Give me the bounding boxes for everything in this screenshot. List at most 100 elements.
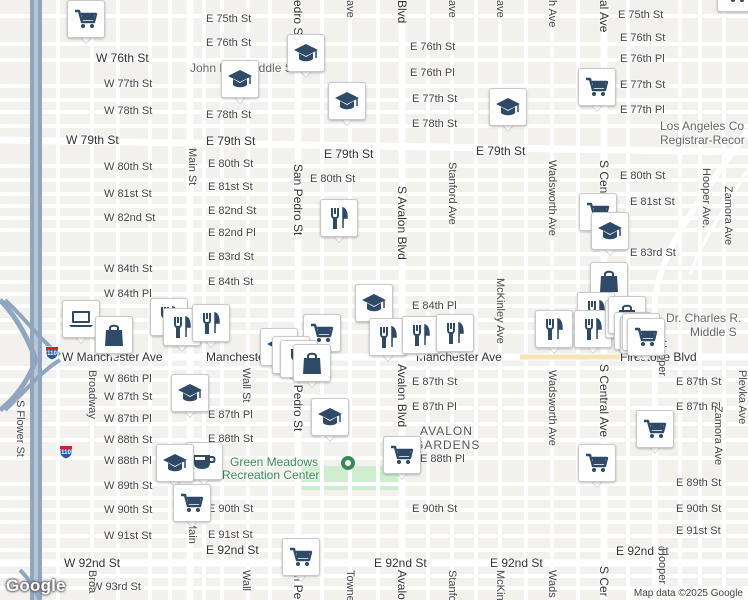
marker-school-icon[interactable] — [489, 88, 527, 132]
marker-school-icon[interactable] — [287, 34, 325, 78]
street-label: Wadsworth Ave — [546, 160, 558, 236]
street-label: E 87th Pl — [208, 409, 253, 421]
freeway-110 — [0, 0, 62, 600]
street-label: W 87th St — [104, 391, 153, 403]
hooper-road — [652, 128, 748, 600]
shield-number: 110 — [61, 450, 71, 456]
street-label: E 91st St — [676, 525, 721, 537]
street-label: E 87th Pl — [676, 401, 721, 413]
street-label: W 92nd St — [64, 556, 121, 570]
street-label: E 77th St — [412, 93, 458, 105]
street-label: W 76th St — [96, 51, 149, 65]
street-label: E 80th St — [310, 173, 356, 185]
street-label: W 89th St — [104, 480, 153, 492]
marker-school-icon[interactable] — [221, 60, 259, 104]
street-label: W 88th St — [104, 434, 153, 446]
marker-shopping-bag-icon[interactable] — [95, 316, 133, 360]
street-label: E 81st St — [630, 196, 675, 208]
street-label: E 92nd St — [206, 543, 259, 557]
street-label: Avalon Blvd — [395, 364, 409, 428]
street-label: W 82nd St — [104, 212, 156, 224]
marker-shopping-cart-icon[interactable] — [717, 0, 748, 12]
marker-shopping-cart-icon[interactable] — [636, 410, 674, 454]
street-label: E 77th Pl — [620, 104, 665, 116]
marker-shopping-cart-icon[interactable] — [173, 484, 211, 528]
map-copyright[interactable]: Map data ©2025 Google — [628, 587, 748, 600]
marker-restaurant-icon[interactable] — [535, 310, 573, 354]
street-label: S Central Ave — [597, 364, 611, 438]
street-label: San Pedro St — [291, 164, 305, 236]
street-label: E 78th St — [412, 118, 458, 130]
marker-school-icon[interactable] — [156, 444, 194, 488]
marker-laptop-icon[interactable] — [62, 300, 100, 344]
street-label: E 82nd Pl — [208, 227, 256, 239]
street-label: W 88th Pl — [104, 455, 152, 467]
poi-label-park[interactable]: Recreation Center — [222, 468, 320, 482]
poi-label-park[interactable]: Green Meadows — [230, 455, 319, 469]
place-label-registrar[interactable]: Los Angeles Co — [660, 119, 745, 133]
street-label: E 87th Pl — [412, 401, 457, 413]
street-label: Hooper Ave. — [700, 168, 712, 229]
street-label: E 84th Pl — [412, 300, 457, 312]
street-label: E 90th St — [676, 503, 722, 515]
street-label: Broa — [86, 570, 98, 594]
street-label: Main St — [186, 148, 198, 186]
marker-school-icon[interactable] — [171, 374, 209, 418]
street-label: E 89th St — [676, 477, 722, 489]
google-logo[interactable]: Google — [6, 576, 66, 595]
street-label: W 78th St — [104, 105, 153, 117]
marker-shopping-cart-icon[interactable] — [578, 444, 616, 488]
street-label: ave — [494, 0, 506, 18]
street-label: E 92nd St — [374, 556, 427, 570]
street-label: E 88th St — [208, 433, 254, 445]
street-label: al Ave — [597, 0, 611, 33]
area-label: AVALON — [420, 424, 473, 438]
street-label: E 92nd St — [490, 556, 543, 570]
marker-shopping-cart-icon[interactable] — [627, 318, 665, 362]
street-label: Wadsworth Ave — [546, 370, 558, 446]
marker-school-icon[interactable] — [591, 212, 629, 256]
marker-school-icon[interactable] — [355, 284, 393, 328]
marker-shopping-cart-icon[interactable] — [383, 436, 421, 480]
street-label: W 84th St — [104, 263, 153, 275]
street-label: ave — [344, 0, 356, 18]
street-label: S Flower St — [14, 400, 26, 457]
marker-restaurant-icon[interactable] — [192, 304, 230, 348]
marker-restaurant-icon[interactable] — [320, 199, 358, 243]
street-label: McKin — [494, 570, 506, 600]
street-label: Hooper — [656, 548, 668, 585]
street-label: E 76th St — [206, 37, 252, 49]
street-label: E 88th Pl — [420, 453, 465, 465]
street-label: E 92nd St — [616, 544, 669, 558]
place-label-drew[interactable]: Middle S — [690, 325, 737, 339]
street-label: Blvd — [395, 0, 409, 24]
marker-shopping-bag-icon[interactable] — [293, 344, 331, 388]
marker-restaurant-icon[interactable] — [369, 318, 407, 362]
park-pin-icon[interactable] — [340, 455, 356, 473]
street-label: W 81st St — [104, 188, 152, 200]
marker-shopping-cart-icon[interactable] — [67, 0, 105, 44]
street-label: E 75th St — [206, 13, 252, 25]
marker-restaurant-icon[interactable] — [436, 314, 474, 358]
street-label: ave — [446, 0, 458, 18]
street-label: Towne — [344, 570, 356, 600]
place-label-registrar[interactable]: Registrar-Recor — [660, 133, 745, 147]
marker-shopping-cart-icon[interactable] — [578, 68, 616, 112]
marker-school-icon[interactable] — [328, 82, 366, 126]
i110-shield-icon: 110 — [58, 444, 74, 460]
street-label: E 91st St — [208, 529, 253, 541]
street-label: E 76th St — [410, 41, 456, 53]
street-label: E 79th St — [324, 147, 374, 161]
street-label: W 91st St — [104, 530, 152, 542]
marker-school-icon[interactable] — [311, 398, 349, 442]
street-label: W 86th Pl — [104, 373, 152, 385]
marker-restaurant-icon[interactable] — [402, 316, 440, 360]
street-label: W 84th Pl — [104, 288, 152, 300]
place-label-drew[interactable]: Dr. Charles R. — [666, 311, 742, 325]
street-label: W 79th St — [66, 133, 119, 147]
street-label: E 79th St — [206, 134, 256, 148]
marker-shopping-cart-icon[interactable] — [282, 538, 320, 582]
street-label: edro St — [291, 0, 305, 39]
street-label: E 80th St — [620, 170, 666, 182]
